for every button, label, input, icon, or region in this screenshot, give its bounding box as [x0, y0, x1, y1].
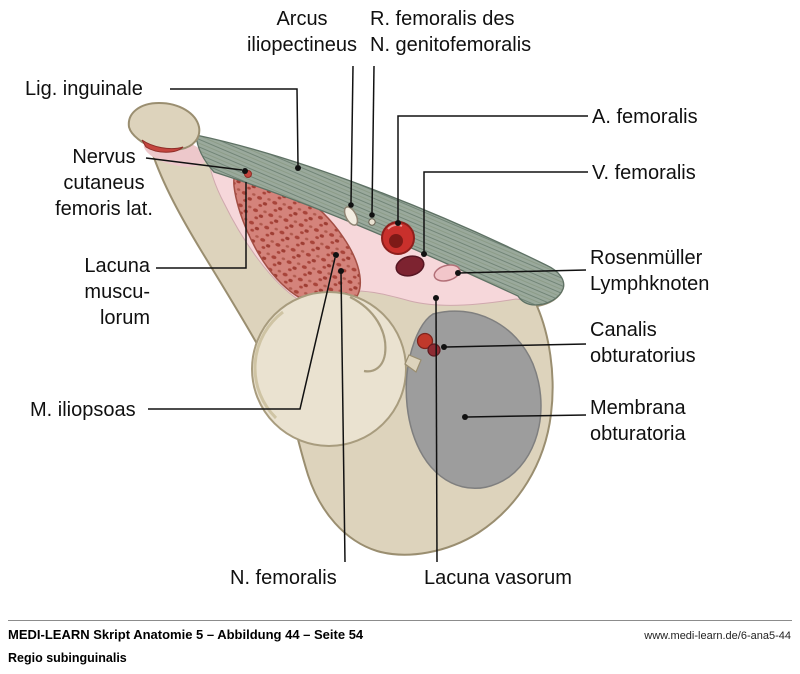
- iliac-spine-horn: [127, 101, 201, 151]
- leader-rosenmueller: [457, 269, 587, 274]
- leader-lacuna-vasorum: [435, 299, 438, 563]
- femoral-artery-lumen: [389, 234, 403, 248]
- rosenmueller-lymph-node: [433, 264, 461, 282]
- obturator-canal-tag: [404, 354, 422, 373]
- femoral-head: [251, 291, 407, 447]
- label-genitofemoral-branch: R. femoralis des N. genitofemoralis: [370, 8, 532, 56]
- label-canalis-obturatorius: Canalis obturatorius: [590, 319, 696, 367]
- genitofemoral-branch-dot: [368, 218, 376, 226]
- label-arcus-iliopectineus: Arcus iliopectineus: [246, 8, 358, 56]
- inguinal-ligament-band: [195, 134, 565, 306]
- footer-divider: [8, 620, 792, 621]
- leader-n-femoralis: [340, 272, 346, 563]
- leader-lig-inguinale: [170, 88, 299, 166]
- leader-lines: [145, 65, 588, 563]
- leader-a-femoralis: [397, 115, 588, 221]
- label-n-femoralis: N. femoralis: [230, 567, 337, 589]
- leader-m-iliopsoas: [148, 257, 336, 410]
- leader-canalis-obturatorius: [445, 343, 587, 348]
- leader-membrana-obturatoria: [466, 414, 587, 418]
- leader-lacuna-musculorum: [156, 182, 247, 269]
- femoral-head-highlight: [253, 310, 284, 420]
- leader-dots: [242, 165, 468, 420]
- obturator-canal-artery: [416, 332, 434, 350]
- label-rosenmueller-lymphknoten: Rosenmüller Lymphknoten: [590, 247, 710, 295]
- leader-nervus-cutaneus: [145, 157, 243, 171]
- leader-genitofemoral-branch: [371, 65, 375, 214]
- label-a-femoralis: A. femoralis: [592, 106, 698, 128]
- femoral-artery-highlight: [387, 223, 403, 230]
- footer-caption: Regio subinguinalis: [8, 651, 127, 665]
- arcus-iliopectineus-marker: [343, 206, 359, 226]
- leader-v-femoralis: [423, 171, 588, 252]
- footer-source-line: MEDI-LEARN Skript Anatomie 5 – Abbildung…: [8, 627, 364, 642]
- label-membrana-obturatoria: Membrana obturatoria: [590, 397, 686, 445]
- obturator-canal-vein: [427, 343, 441, 357]
- leader-arcus-iliopectineus: [350, 65, 354, 204]
- label-nervus-cutaneus: Nervus cutaneus femoris lat.: [55, 146, 153, 220]
- horn-red-sliver: [141, 139, 184, 153]
- femoral-head-fovea-line: [349, 296, 387, 373]
- femoral-vein: [395, 255, 425, 277]
- label-v-femoralis: V. femoralis: [592, 162, 696, 184]
- label-lacuna-musculorum: Lacuna muscu- lorum: [84, 255, 150, 329]
- footer-url: www.medi-learn.de/6-ana5-44: [644, 630, 791, 642]
- label-lacuna-vasorum: Lacuna vasorum: [424, 567, 572, 589]
- label-m-iliopsoas: M. iliopsoas: [30, 399, 136, 421]
- label-lig-inguinale: Lig. inguinale: [25, 78, 143, 100]
